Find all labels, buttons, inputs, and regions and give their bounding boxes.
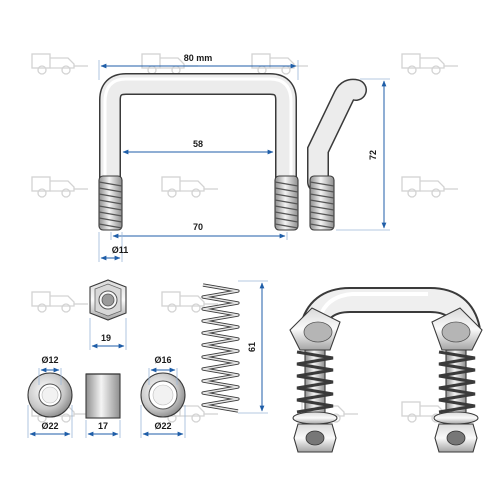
dimension-washer-left-outer: Ø22 (27, 405, 73, 438)
spacer-sleeve (85, 373, 121, 419)
dimension-70: 70 (110, 222, 288, 240)
dimension-nut: 19 (89, 318, 127, 350)
label-sleeve-length: 17 (98, 421, 108, 431)
dimension-sleeve: 17 (85, 420, 121, 438)
ubolt-side-thread (309, 175, 335, 231)
trailer-watermark-icon (31, 53, 459, 423)
dimension-80mm: 80 mm (98, 53, 299, 80)
label-spring-length: 61 (247, 342, 257, 352)
label-ubolt-thread-dia: Ø11 (112, 245, 129, 255)
ubolt-right-thread (274, 175, 299, 231)
label-washer-right-outer: Ø22 (154, 421, 171, 431)
washer-right (140, 372, 186, 418)
label-ubolt-height: 72 (368, 150, 378, 160)
label-washer-right-inner: Ø16 (154, 355, 171, 365)
hex-nut (89, 279, 127, 321)
label-ubolt-width: 80 mm (184, 53, 213, 63)
compression-spring (201, 283, 240, 413)
ubolt-side-view (307, 78, 367, 231)
dimension-58: 58 (122, 139, 274, 155)
dimension-72: 72 (336, 78, 390, 231)
dimension-washer-left-inner: Ø12 (38, 355, 62, 385)
washer-left (27, 372, 73, 418)
ubolt-front-view (98, 73, 299, 231)
label-nut-width: 19 (101, 333, 111, 343)
ubolt-left-thread (98, 175, 123, 231)
dimension-thread-dia: Ø11 (98, 232, 129, 262)
label-ubolt-inner-top: 58 (193, 139, 203, 149)
label-washer-left-inner: Ø12 (41, 355, 58, 365)
label-washer-left-outer: Ø22 (41, 421, 58, 431)
assembled-ubolt-view (289, 287, 483, 453)
dimension-washer-right-outer: Ø22 (140, 405, 186, 438)
dimension-washer-right-inner: Ø16 (148, 355, 178, 385)
dimension-spring: 61 (238, 280, 268, 414)
label-ubolt-inner-bottom: 70 (193, 222, 203, 232)
